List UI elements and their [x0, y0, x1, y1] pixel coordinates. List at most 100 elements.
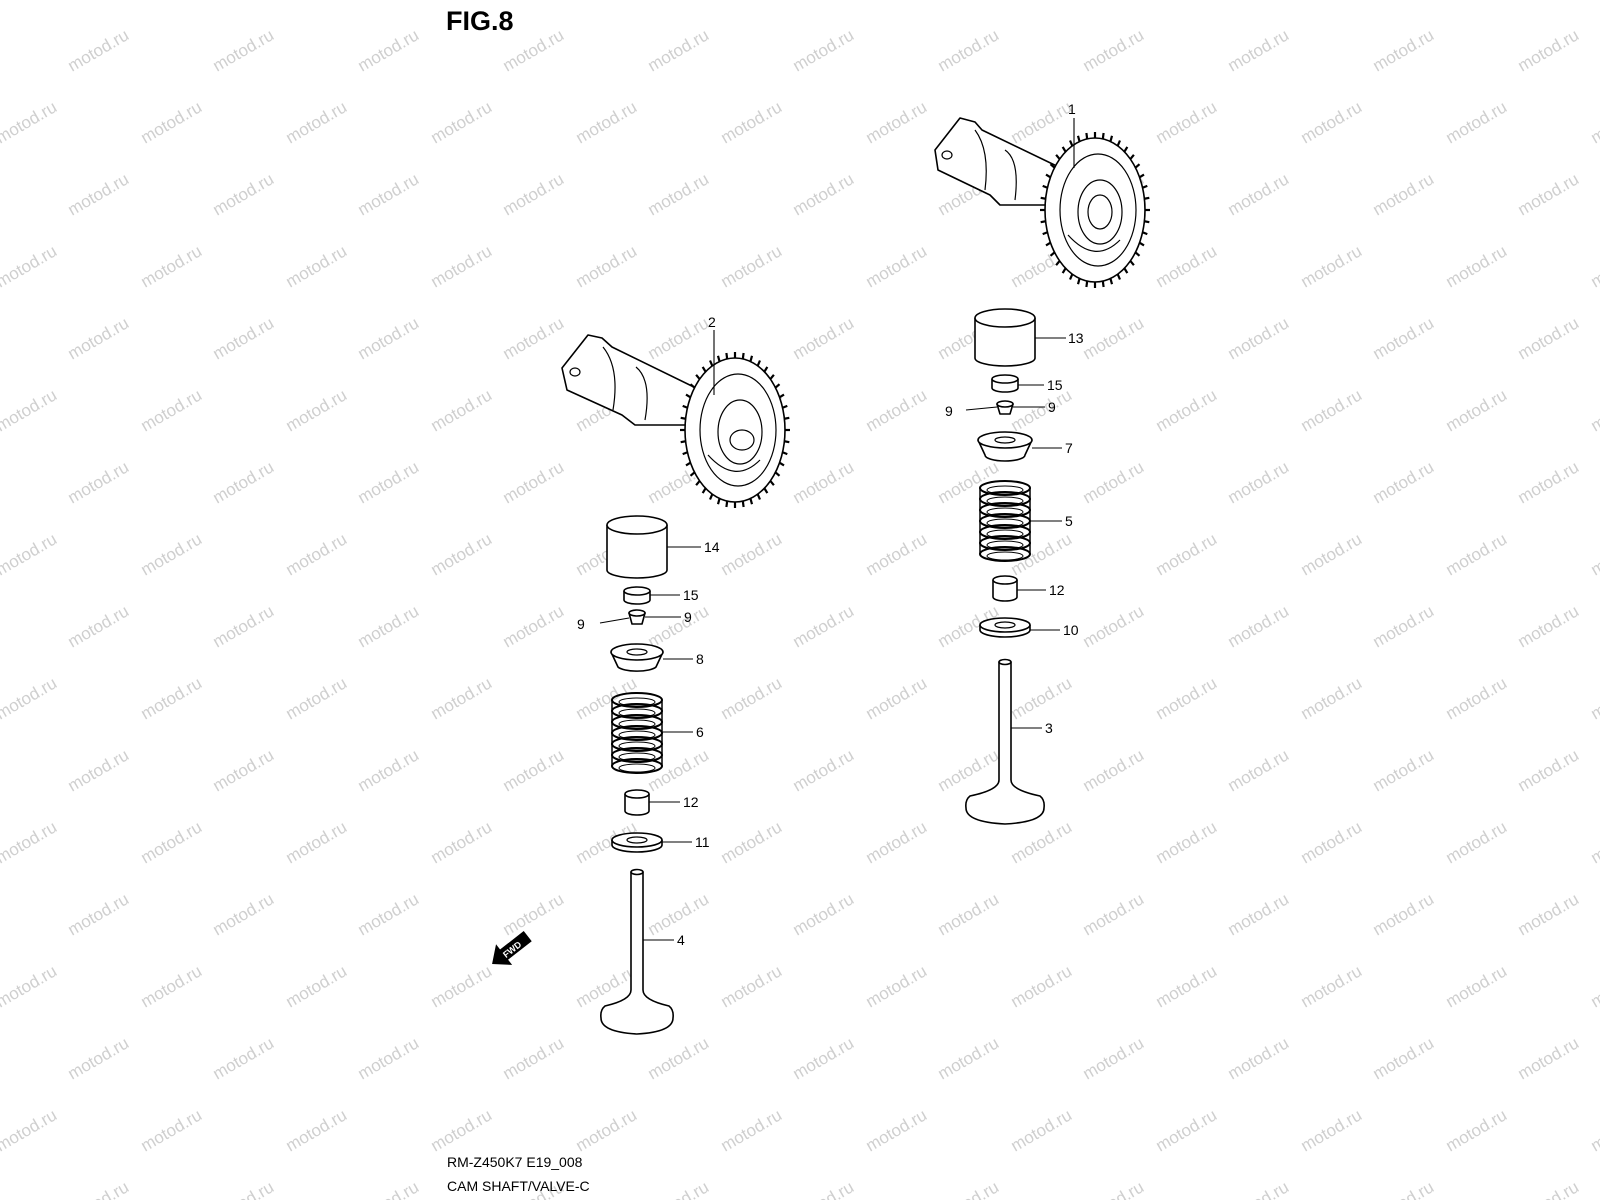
watermark-text: motod.ru [1225, 1177, 1293, 1200]
watermark-text: motod.ru [935, 745, 1003, 795]
spring-coil-inner [618, 730, 656, 740]
gear-tooth [682, 404, 688, 409]
callout-15-left: 15 [683, 587, 699, 603]
gear-tooth [769, 374, 775, 380]
watermark-text: motod.ru [573, 1105, 641, 1155]
callout-9-left-left: 9 [577, 616, 585, 632]
watermark-text: motod.ru [428, 97, 496, 147]
gear-tooth [1061, 267, 1067, 274]
watermark-text: motod.ru [1225, 169, 1293, 219]
gear-tooth [1049, 251, 1056, 257]
watermark-text: motod.ru [283, 385, 351, 435]
watermark-text: motod.ru [790, 745, 858, 795]
watermark-text: motod.ru [1225, 889, 1293, 939]
watermark-text: motod.ru [863, 97, 931, 147]
watermark-text: motod.ru [1153, 961, 1221, 1011]
callout-15-right: 15 [1047, 377, 1063, 393]
watermark-text: motod.ru [65, 1177, 133, 1200]
leader-lines [599, 118, 1075, 941]
gear-tooth [685, 393, 692, 399]
watermark-text: motod.ru [1588, 961, 1600, 1011]
gear-tooth [682, 451, 688, 456]
watermark-text: motod.ru [573, 241, 641, 291]
watermark-text: motod.ru [790, 1033, 858, 1083]
watermark-text: motod.ru [863, 1105, 931, 1155]
watermark-text: motod.ru [1443, 0, 1511, 3]
spring-coil-inner [986, 540, 1024, 550]
gear-tooth [1101, 132, 1105, 140]
gear-tooth [680, 440, 686, 444]
watermark-text: motod.ru [355, 745, 423, 795]
watermark-text: motod.ru [1515, 889, 1583, 939]
watermark-text: motod.ru [1370, 25, 1438, 75]
figure-title: FIG.8 [446, 6, 514, 36]
gear-tooth [1042, 231, 1048, 236]
gear-tooth [1040, 196, 1046, 200]
callout-11: 11 [695, 834, 710, 850]
callout-8: 8 [696, 651, 704, 667]
callout-2: 2 [708, 314, 716, 330]
watermark-text: motod.ru [428, 385, 496, 435]
callout-9-right-left: 9 [945, 403, 953, 419]
watermark-text: motod.ru [1298, 529, 1366, 579]
watermark-text: motod.ru [283, 673, 351, 723]
watermark-text: motod.ru [65, 1033, 133, 1083]
watermark-text: motod.ru [65, 889, 133, 939]
watermark-text: motod.ru [1298, 673, 1366, 723]
watermark-text: motod.ru [283, 241, 351, 291]
gear-tooth [1055, 260, 1061, 266]
watermark-text: motod.ru [500, 889, 568, 939]
watermark-text: motod.ru [1588, 1105, 1600, 1155]
watermark-text: motod.ru [355, 25, 423, 75]
watermark-text: motod.ru [1515, 457, 1583, 507]
watermark-text: motod.ru [1588, 0, 1600, 3]
gear-tooth [709, 493, 714, 500]
watermark-text: motod.ru [1515, 1177, 1583, 1200]
watermark-text: motod.ru [428, 961, 496, 1011]
watermark-text: motod.ru [138, 817, 206, 867]
watermark-text: motod.ru [1080, 313, 1148, 363]
retainer-8 [610, 643, 664, 672]
spring-seat-11 [611, 832, 663, 853]
gear-tooth [778, 393, 785, 399]
callout-14: 14 [704, 539, 720, 555]
gear-tooth [784, 416, 790, 420]
watermark-text: motod.ru [1443, 961, 1511, 1011]
watermark-text: motod.ru [355, 1177, 423, 1200]
gear-tooth [1138, 241, 1145, 247]
watermark-text: motod.ru [645, 313, 713, 363]
watermark-text: motod.ru [1588, 97, 1600, 147]
spring-coil-inner [618, 697, 656, 707]
watermark-text: motod.ru [1153, 241, 1221, 291]
gear-tooth [701, 487, 707, 494]
gear-tooth [1109, 135, 1114, 142]
watermark-text: motod.ru [1443, 241, 1511, 291]
watermark-text: motod.ru [138, 97, 206, 147]
watermark-text: motod.ru [718, 817, 786, 867]
watermark-text: motod.ru [790, 889, 858, 939]
watermark-text: motod.ru [1443, 1105, 1511, 1155]
watermark-text: motod.ru [1225, 25, 1293, 75]
watermark-text: motod.ru [355, 889, 423, 939]
watermark-text: motod.ru [210, 313, 278, 363]
callout-4: 4 [677, 932, 685, 948]
watermark-text: motod.ru [1515, 745, 1583, 795]
watermark-text: motod.ru [1298, 961, 1366, 1011]
watermark-text: motod.ru [1443, 817, 1511, 867]
gear-tooth [1085, 132, 1089, 140]
watermark-text: motod.ru [1588, 529, 1600, 579]
gear-tooth [1129, 260, 1135, 266]
gear-tooth [749, 498, 754, 505]
watermark-text: motod.ru [500, 169, 568, 219]
gear-tooth [1142, 184, 1148, 189]
watermark-text: motod.ru [863, 241, 931, 291]
watermark-text: motod.ru [500, 313, 568, 363]
callout-6: 6 [696, 724, 704, 740]
gear-tooth [756, 360, 761, 367]
gear-tooth [1045, 241, 1052, 247]
watermark-text: motod.ru [500, 601, 568, 651]
watermark-text: motod.ru [1588, 385, 1600, 435]
watermark-text: motod.ru [1588, 241, 1600, 291]
watermark-text: motod.ru [138, 0, 206, 3]
